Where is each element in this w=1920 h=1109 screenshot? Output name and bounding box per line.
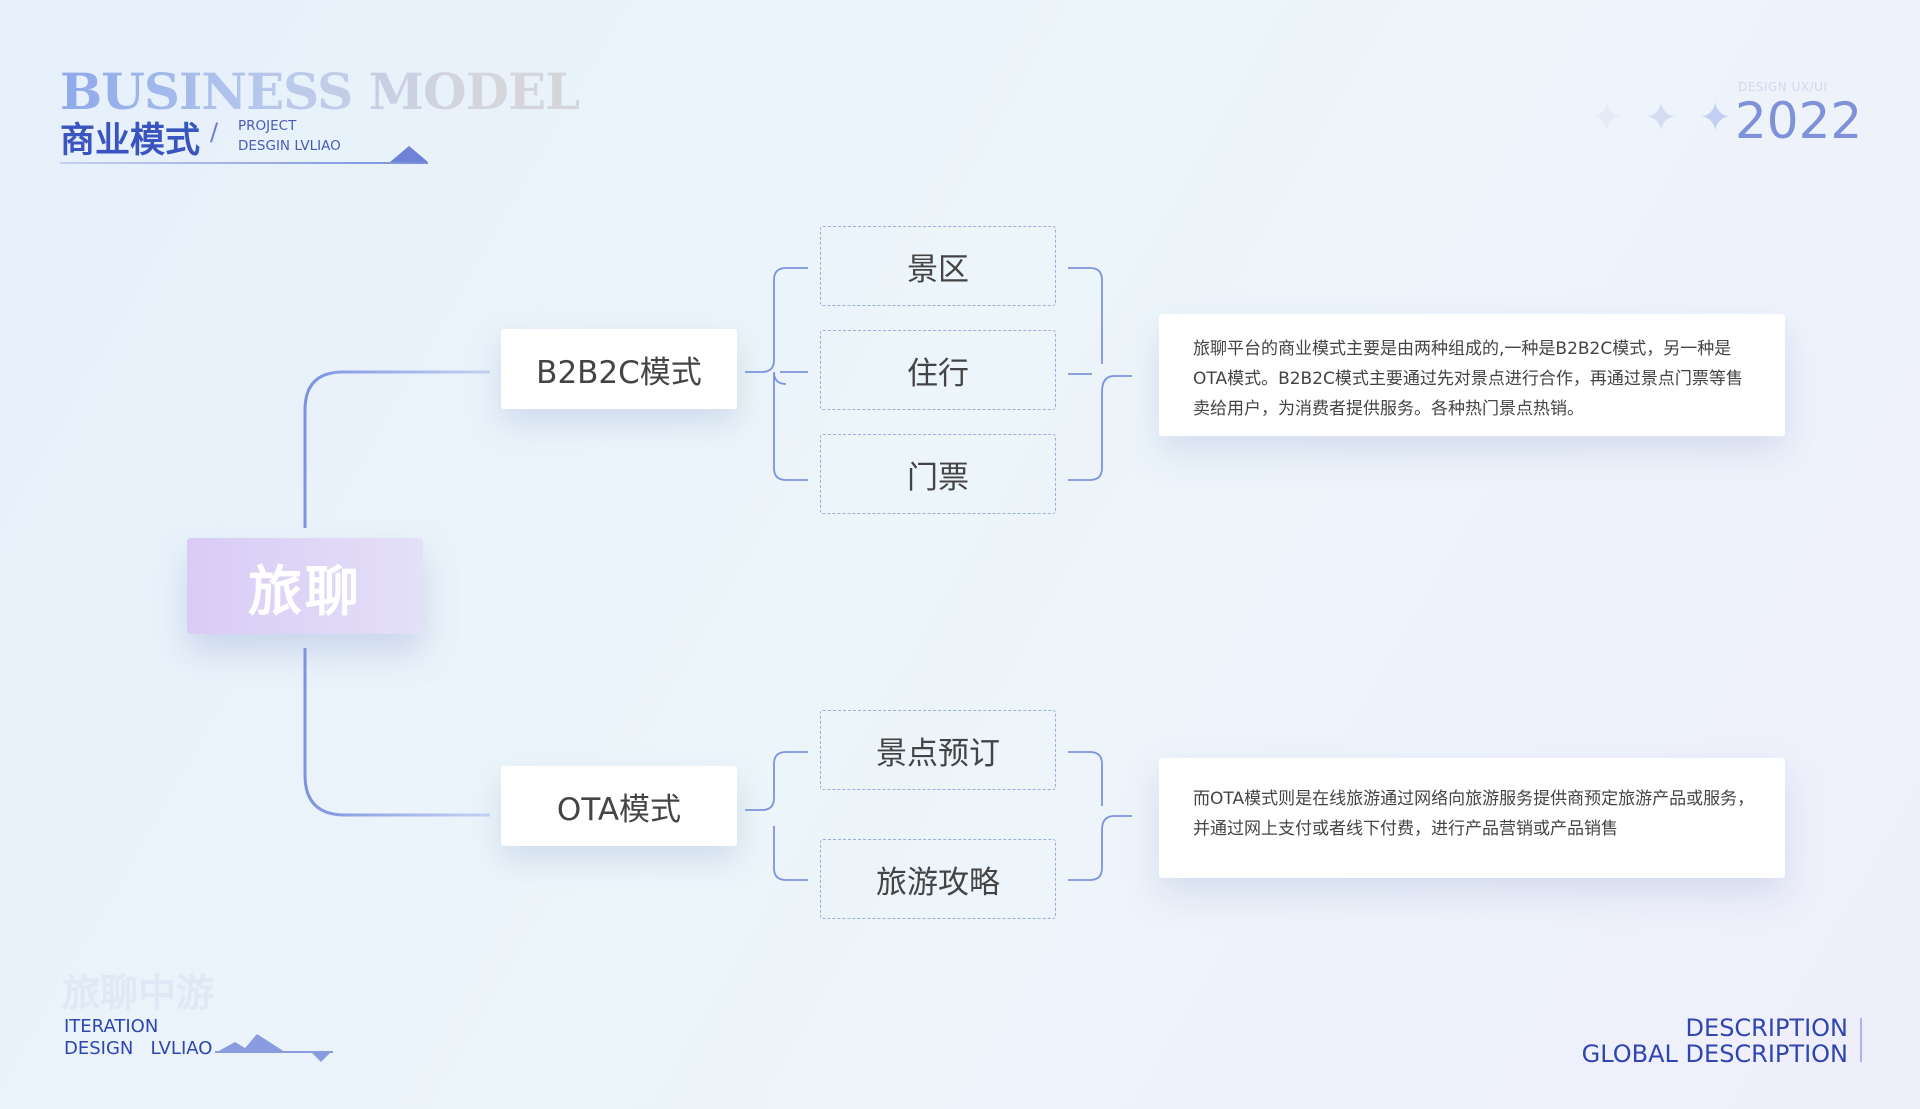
leaf-node-scenic-area: 景区 (820, 226, 1056, 306)
root-to-b2b2c-line (303, 370, 490, 528)
sparkle-icon: ✦ (1644, 95, 1682, 141)
ota-left-bracket (745, 751, 808, 881)
header-project-line2: DESGIN LVLIAO (238, 138, 341, 154)
header-underline (60, 162, 428, 164)
footer-right-line1: DESCRIPTION (1685, 1014, 1848, 1042)
sparkle-icon: ✦ (1698, 95, 1736, 141)
mode-node-b2b2c: B2B2C模式 (501, 329, 737, 409)
root-to-ota-line (303, 648, 490, 817)
b2b2c-left-bracket (745, 267, 808, 481)
mountain-icon (215, 1034, 333, 1062)
root-node: 旅聊 (187, 538, 423, 634)
header-triangle-icon (390, 146, 428, 162)
leaf-node-tickets: 门票 (820, 434, 1056, 514)
footer-right-line2: GLOBAL DESCRIPTION (1581, 1040, 1848, 1068)
b2b2c-description: 旅聊平台的商业模式主要是由两种组成的,一种是B2B2C模式，另一种是OTA模式。… (1159, 314, 1785, 436)
header-project-label: PROJECT DESGIN LVLIAO (238, 116, 341, 156)
footer-left-label: ITERATION DESIGN LVLIAO (64, 1016, 212, 1060)
year-label: DESIGN UX/UI (1738, 80, 1828, 94)
leaf-node-travel: 住行 (820, 330, 1056, 410)
footer-right-label: DESCRIPTION GLOBAL DESCRIPTION (1582, 1015, 1848, 1067)
header-title-en: BUSINESS MODEL (60, 62, 580, 121)
leaf-node-guide: 旅游攻略 (820, 839, 1056, 919)
footer-watermark: 旅聊中游 (62, 970, 215, 1015)
ota-description: 而OTA模式则是在线旅游通过网络向旅游服务提供商预定旅游产品或服务，并通过网上支… (1159, 758, 1785, 878)
footer-left-line1: ITERATION (64, 1016, 159, 1037)
header-slash: / (210, 118, 219, 146)
sparkle-icons: ✦ ✦ ✦ (1590, 95, 1736, 141)
header-title-cn: 商业模式 (60, 121, 201, 161)
header-project-line1: PROJECT (238, 118, 297, 134)
year: 2022 (1735, 92, 1863, 150)
footer-left-line2: DESIGN LVLIAO (64, 1038, 213, 1059)
footer-right-bar (1860, 1018, 1862, 1062)
b2b2c-right-bracket (1068, 267, 1132, 481)
sparkle-icon: ✦ (1590, 95, 1628, 141)
leaf-node-booking: 景点预订 (820, 710, 1056, 790)
mode-node-ota: OTA模式 (501, 766, 737, 846)
ota-right-bracket (1068, 751, 1132, 881)
